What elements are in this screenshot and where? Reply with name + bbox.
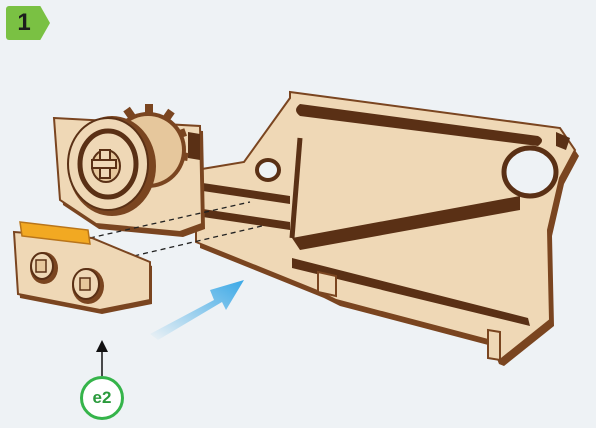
step-badge-icon: 1 — [6, 6, 50, 40]
step-number: 1 — [6, 6, 42, 40]
frame-panel — [196, 92, 579, 366]
part-callout: e2 — [80, 376, 124, 420]
direction-arrow-icon — [150, 280, 244, 340]
pointer-arrow-icon — [96, 340, 108, 376]
part-e2 — [14, 222, 152, 314]
part-callout-label: e2 — [83, 379, 121, 417]
